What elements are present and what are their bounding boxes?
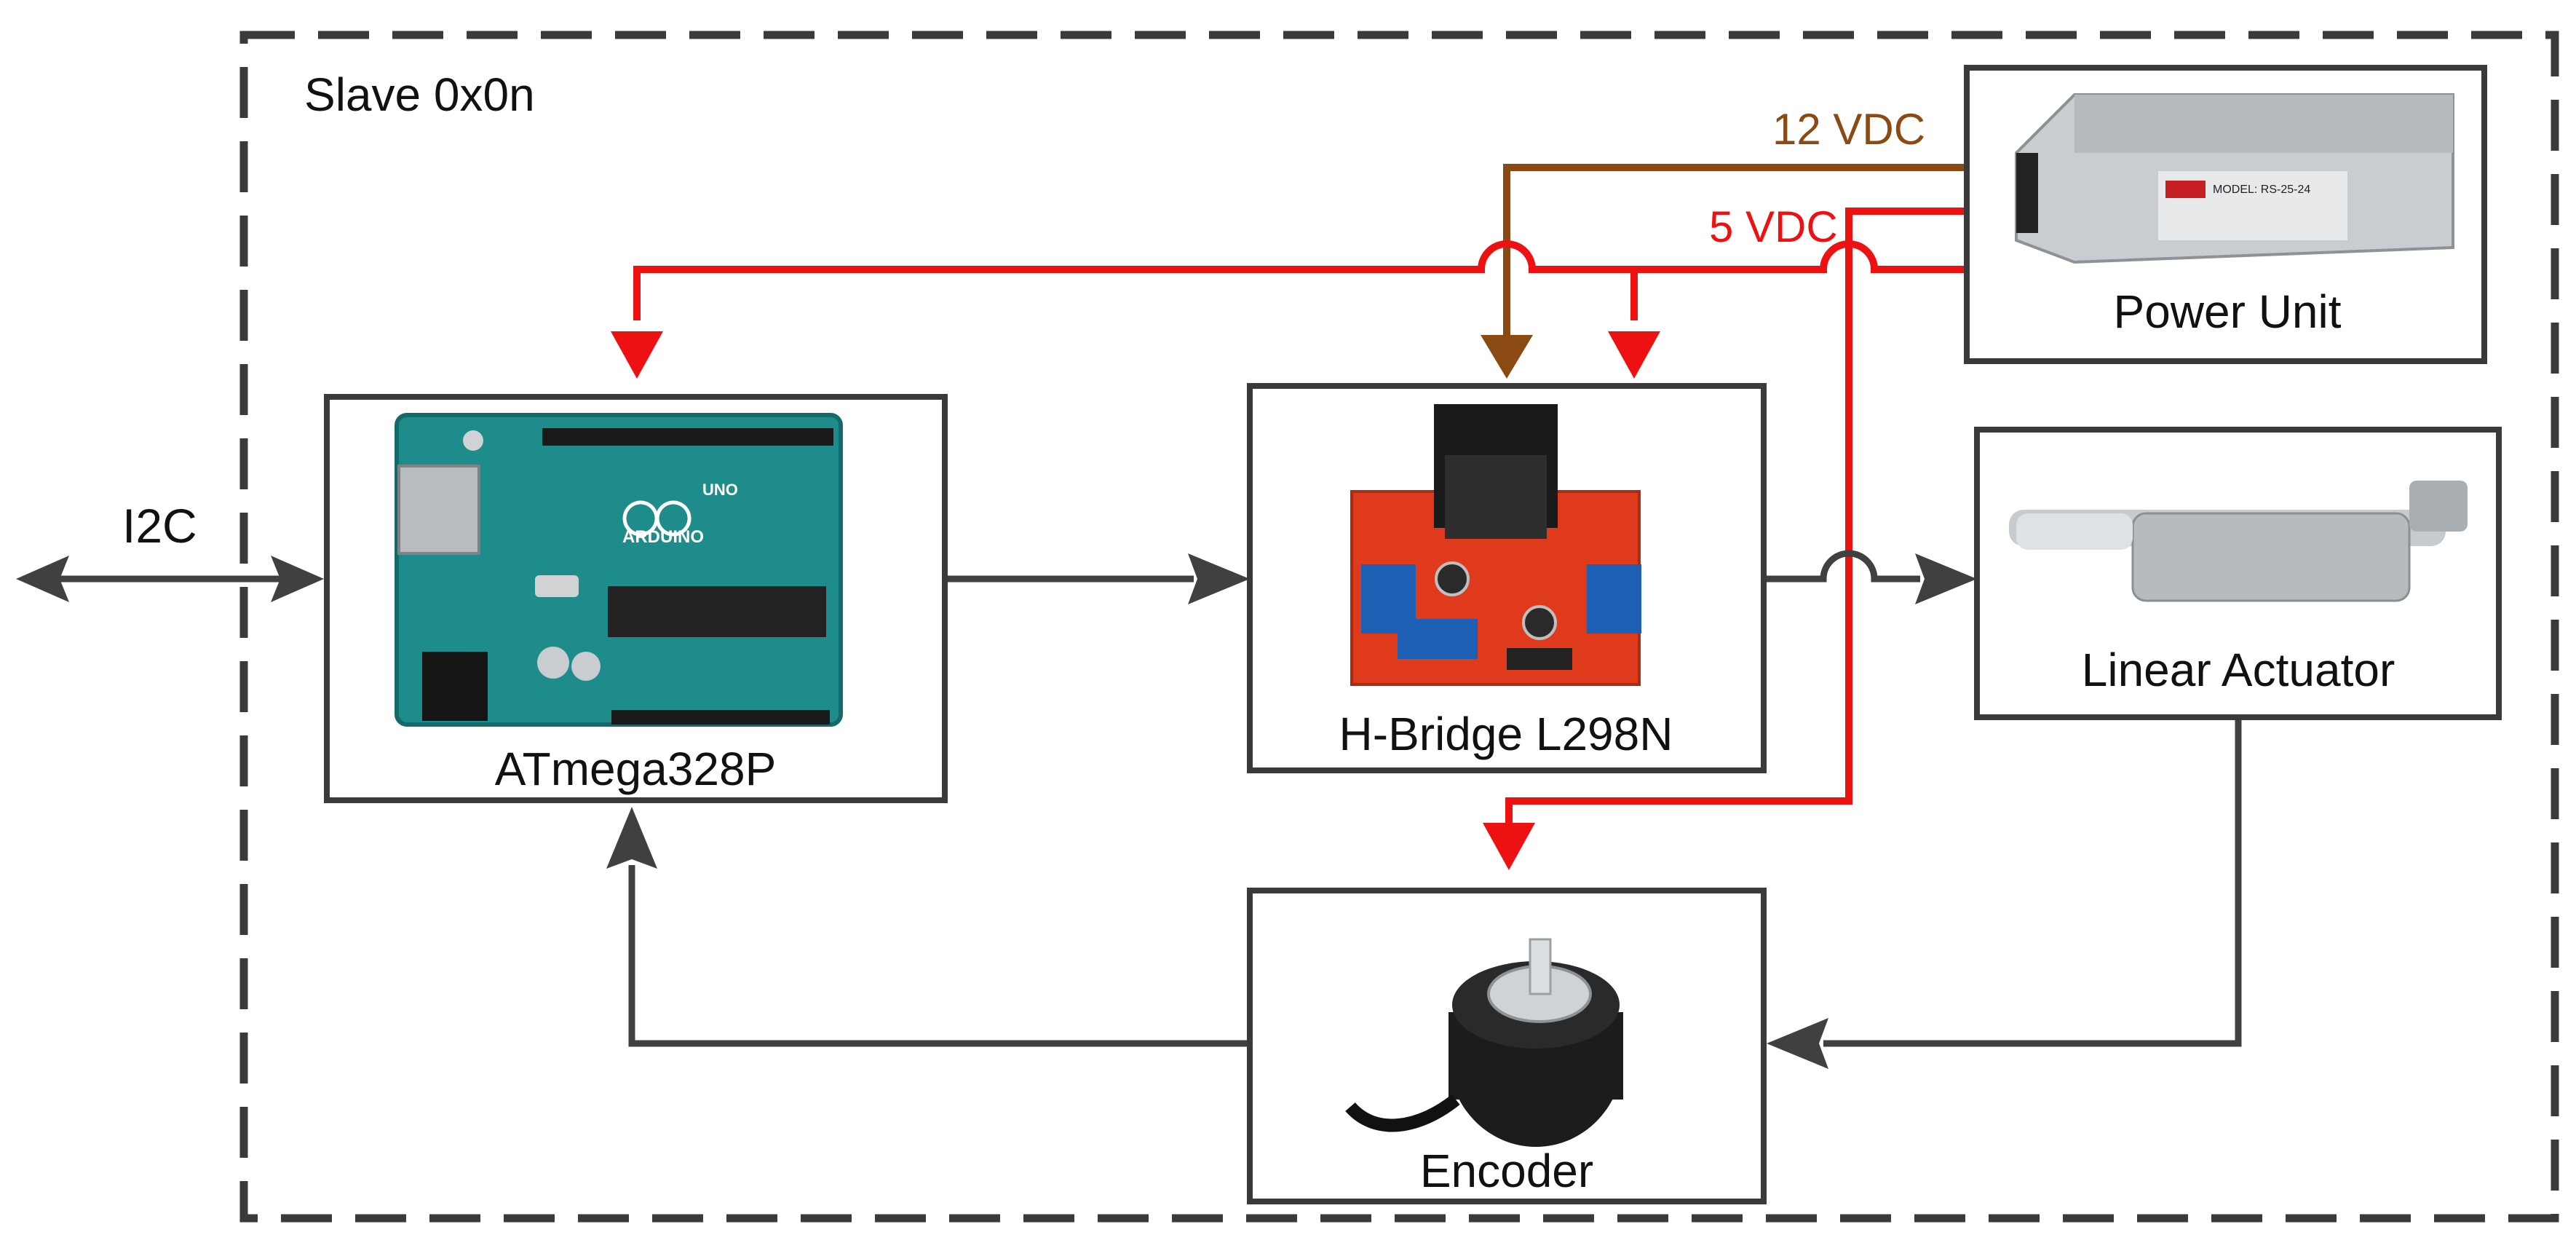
i2c-arrow-left [16,556,69,602]
arduino-uno-text: UNO [702,481,738,499]
block-power: Power Unit MODEL: RS-25-24 [1964,65,2487,364]
wire-12vdc [1503,164,1967,335]
label-12vdc: 12 VDC [1772,105,1925,154]
signal-hbridge-actuator [1764,550,1920,583]
i2c-arrow-right [271,556,324,602]
arrowhead-actuator [1915,553,1977,604]
wire-5vdc [633,208,1967,823]
arrowhead-5v-hbridge [1608,331,1660,379]
block-hbridge: H-Bridge L298N [1247,383,1767,773]
encoder-label: Encoder [1420,1145,1593,1197]
arrowhead-encoder [1767,1018,1828,1069]
block-atmega: ATmega328P ARDUINO UNO [324,394,948,803]
feedback-encoder-atmega [628,865,1250,1047]
psu-image: MODEL: RS-25-24 [2015,93,2454,264]
i2c-label: I2C [122,499,197,553]
arrowhead-atmega [606,807,657,869]
actuator-label: Linear Actuator [2082,644,2395,696]
block-encoder: Encoder [1247,888,1767,1204]
arrowhead-5v-encoder [1483,823,1535,870]
encoder-image [1345,938,1623,1147]
feedback-actuator-encoder [1823,717,2242,1047]
arduino-board-image: ARDUINO UNO [395,413,843,727]
hbridge-board-image [1350,404,1641,686]
actuator-image [2009,481,2468,602]
arrowhead-hbridge [1188,553,1250,604]
block-actuator: Linear Actuator [1974,427,2502,720]
slave-frame [239,31,2559,1223]
slave-label: Slave 0x0n [304,68,535,121]
label-5vdc: 5 VDC [1709,202,1838,251]
psu-model-text: MODEL: RS-25-24 [2213,183,2310,196]
hbridge-label: H-Bridge L298N [1339,708,1673,760]
power-label: Power Unit [2114,285,2342,338]
atmega-label: ATmega328P [495,743,777,795]
arrowhead-5v-atmega [611,331,663,379]
arrowhead-12vdc [1481,335,1533,379]
